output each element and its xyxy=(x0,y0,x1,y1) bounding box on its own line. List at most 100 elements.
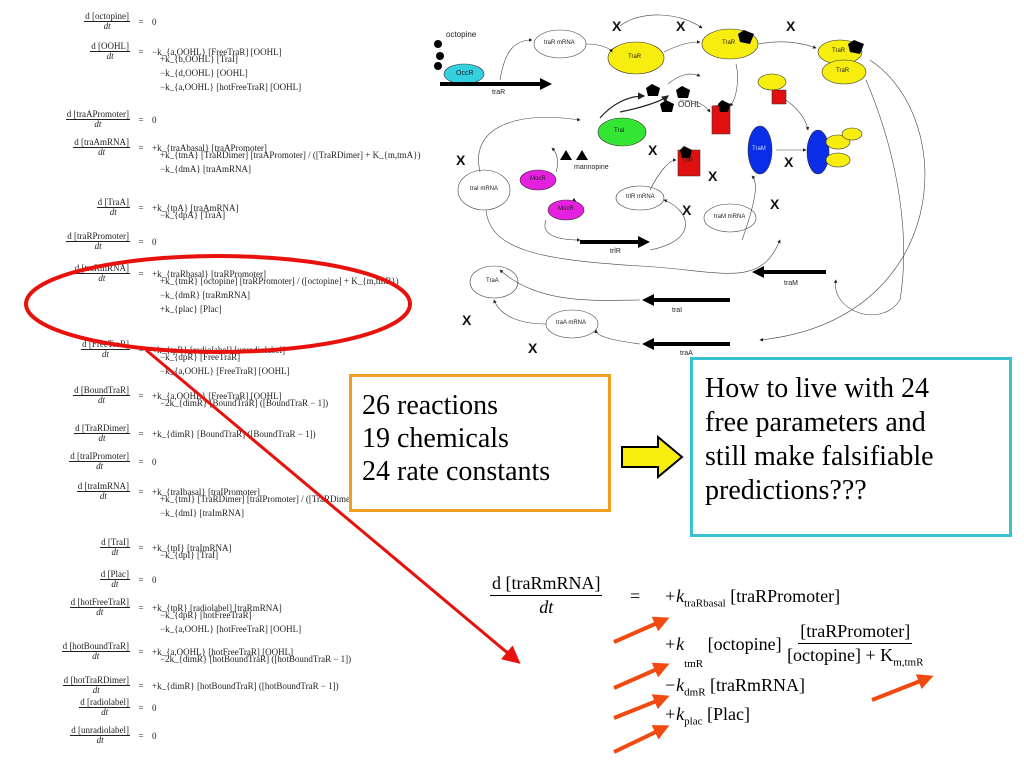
equation-equals: = xyxy=(138,456,144,467)
label-traR-mrna: traR mRNA xyxy=(544,40,575,46)
equation-term: 0 xyxy=(152,236,157,247)
equation-lhs: d [BoundTraR]dt xyxy=(0,385,130,406)
traI-mrna-left-node xyxy=(457,169,511,211)
equation-row: d [OOHL]dt=−k_{a,OOHL} [FreeTraR] [OOHL] xyxy=(0,41,282,62)
mannopine-molecule xyxy=(560,150,572,160)
equation-term: 0 xyxy=(152,16,157,27)
label-traA-gene: traA xyxy=(680,350,693,357)
question-line: still make falsifiable xyxy=(705,441,934,472)
label-traR-b: TraR xyxy=(722,40,736,46)
zoom-term-k: +k xyxy=(664,704,685,724)
zoom-term-mid: [octopine] xyxy=(703,634,787,655)
zoom-term-k: +k xyxy=(664,634,685,655)
equation-lhs-numerator: d [BoundTraR] xyxy=(73,385,130,397)
trlR-mrna-node xyxy=(615,185,665,211)
label-octopine: octopine xyxy=(446,30,477,39)
equation-lhs: d [unradiolabel]dt xyxy=(0,725,130,746)
equation-lhs-denominator: dt xyxy=(109,207,117,218)
trai-green-node xyxy=(597,117,647,147)
traA-node xyxy=(469,265,519,299)
equation-lhs-numerator: d [traAPromoter] xyxy=(65,109,130,121)
equation-lhs-denominator: dt xyxy=(96,607,104,618)
equation-lhs-numerator: d [traIPromoter] xyxy=(69,451,130,463)
equation-term: −k_{d,OOHL} [OOHL] xyxy=(160,68,248,78)
equation-lhs-denominator: dt xyxy=(98,395,106,406)
zoom-den-sub: m,tmR xyxy=(893,656,924,669)
equation-equals: = xyxy=(138,114,144,125)
label-traI-gene: traI xyxy=(672,307,683,314)
equation-lhs-denominator: dt xyxy=(101,707,109,718)
equation-equals: = xyxy=(138,602,144,613)
equation-term: +k_{traAbasal} [traAPromoter] xyxy=(152,142,267,153)
equation-lhs: d [TraI]dt xyxy=(0,537,130,558)
implication-arrow xyxy=(621,434,684,480)
equation-term: −k_{a,OOHL} [FreeTraR] [OOHL] xyxy=(152,46,282,57)
label-mannopine: mannopine xyxy=(574,164,609,171)
label-moc: MocR xyxy=(530,176,546,182)
question-line: free parameters and xyxy=(705,407,926,438)
equation-lhs-denominator: dt xyxy=(99,491,107,502)
equation-equals: = xyxy=(138,390,144,401)
degradation-x: X xyxy=(456,152,466,168)
zoom-term-rest: [traRPromoter] xyxy=(725,586,841,606)
equation-equals: = xyxy=(138,542,144,553)
equation-lhs-numerator: d [hotTraRDimer] xyxy=(62,675,130,687)
traM-mrna-node xyxy=(703,203,757,233)
equation-lhs: d [traIPromoter]dt xyxy=(0,451,130,472)
label-trai-prot: TraI xyxy=(614,128,625,134)
equation-lhs-denominator: dt xyxy=(103,21,111,32)
equation-row: d [traRPromoter]dt=0 xyxy=(0,231,157,252)
label-traI-mrna-left: traI mRNA xyxy=(470,186,499,192)
equation-row: d [hotTraRDimer]dt=+k_{dimR} [hotBoundTr… xyxy=(0,675,339,696)
equation-row: d [unradiolabel]dt=0 xyxy=(0,725,157,746)
equation-term: 0 xyxy=(152,114,157,125)
equation-lhs-denominator: dt xyxy=(96,461,104,472)
trai-blue-2 xyxy=(806,129,830,175)
equation-equals: = xyxy=(138,646,144,657)
equation-lhs-denominator: dt xyxy=(106,51,114,62)
equation-lhs: d [hotFreeTraR]dt xyxy=(0,597,130,618)
zoom-equals: = xyxy=(630,586,641,606)
equation-lhs: d [traAmRNA]dt xyxy=(0,137,130,158)
equation-row: d [TraA]dt=+k_{tpA} [traAmRNA] xyxy=(0,197,238,218)
traR-yellow-1 xyxy=(607,41,665,75)
equation-lhs: d [traRPromoter]dt xyxy=(0,231,130,252)
equation-lhs-denominator: dt xyxy=(111,579,119,590)
equation-lhs-denominator: dt xyxy=(92,685,100,696)
degradation-x: X xyxy=(462,312,472,328)
zoom-term-degradation: −kdmR [traRmRNA] xyxy=(664,675,805,699)
equation-lhs-denominator: dt xyxy=(92,651,100,662)
equation-equals: = xyxy=(138,702,144,713)
zoom-lhs-numerator: d [traRmRNA] xyxy=(490,572,603,596)
zoom-term-plac: +kplac [Plac] xyxy=(664,704,750,728)
label-traA-prot: TraA xyxy=(486,278,499,284)
equation-lhs-numerator: d [hotBoundTraR] xyxy=(61,641,130,653)
equation-row: d [octopine]dt=0 xyxy=(0,11,157,32)
label-traR-d: TraR xyxy=(836,68,850,74)
summary-line: 24 rate constants xyxy=(362,456,551,487)
summary-line: 19 chemicals xyxy=(362,423,509,454)
equation-lhs-numerator: d [Plac] xyxy=(99,569,130,581)
equation-term: −k_{dpA} [TraA] xyxy=(160,210,226,220)
equation-term: 0 xyxy=(152,702,157,713)
label-trlR-prot: TrlR xyxy=(682,158,694,164)
degradation-x: X xyxy=(770,196,780,212)
equation-lhs: d [radiolabel]dt xyxy=(0,697,130,718)
zoom-term-rest: [traRmRNA] xyxy=(705,675,806,695)
equation-equals: = xyxy=(138,428,144,439)
zoom-term-rest: [Plac] xyxy=(702,704,750,724)
label-traM-prot: TraM xyxy=(752,146,766,152)
mocr-node-1 xyxy=(519,169,557,191)
equation-equals: = xyxy=(138,730,144,741)
degradation-x: X xyxy=(682,202,692,218)
zoom-term-sub: plac xyxy=(684,715,703,728)
equation-term: +k_{dimR} [hotBoundTraR] ([hotBoundTraR … xyxy=(152,680,339,691)
label-traM-mrna: traM mRNA xyxy=(714,214,746,220)
equation-row: d [radiolabel]dt = 0 xyxy=(0,697,157,718)
zoom-term-k: +k xyxy=(664,586,685,606)
equation-term: −k_{a,OOHL} [hotFreeTraR] [OOHL] xyxy=(160,82,302,92)
zoom-lhs-denominator: dt xyxy=(539,596,554,617)
equation-lhs: d [octopine]dt xyxy=(0,11,130,32)
equation-lhs: d [hotBoundTraR]dt xyxy=(0,641,130,662)
equation-lhs-denominator: dt xyxy=(111,547,119,558)
